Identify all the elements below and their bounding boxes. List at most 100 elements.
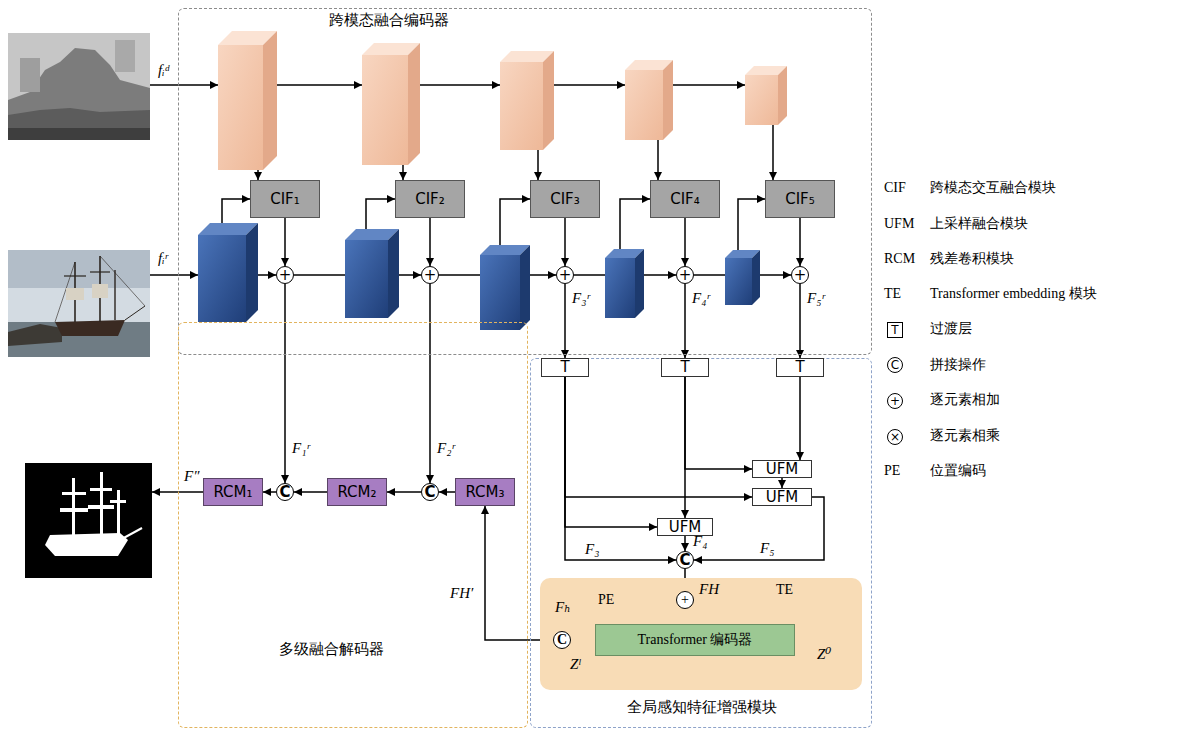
transition-layer: T	[776, 358, 824, 377]
rgb-feature-blocks-part	[725, 258, 752, 305]
node-label: RCM₂	[337, 484, 376, 501]
legend-text: 残差卷积模块	[930, 251, 1014, 266]
saliency-mask-part	[25, 463, 152, 578]
feature-label: FH	[699, 581, 719, 598]
legend-row: 上采样融合模块	[930, 216, 1028, 233]
depth-feature-blocks-part	[745, 75, 778, 125]
feature-label: Z⁰	[817, 646, 831, 663]
legend-row: 逐元素相乘	[930, 428, 1000, 445]
connector	[781, 478, 783, 488]
rgb-image-part	[8, 250, 150, 288]
add-symbol: +	[676, 266, 694, 284]
node-label: +	[794, 267, 807, 284]
node-label: +	[679, 267, 692, 284]
connector	[694, 497, 824, 560]
depth-image-part	[8, 33, 150, 140]
connector	[799, 218, 801, 266]
concat-symbol: C	[553, 631, 571, 649]
concat-symbol: C	[276, 483, 294, 501]
connector	[294, 491, 327, 493]
legend-key: UFM	[884, 216, 914, 231]
depth-image-part	[8, 128, 150, 140]
saliency-mask-part	[100, 472, 103, 536]
depth-feature-blocks-part	[543, 51, 554, 150]
node-label: C	[557, 632, 567, 647]
depth-image	[8, 33, 150, 140]
depth-feature-blocks-part	[362, 55, 408, 165]
wires-part	[402, 165, 404, 180]
node-label: Transformer 编码器	[638, 632, 753, 647]
node-label: +	[424, 267, 437, 284]
legend-row: 跨模态交互融合模块	[930, 180, 1056, 197]
node-label: RCM₁	[213, 484, 252, 501]
wires-part	[673, 84, 745, 86]
wires-part	[620, 199, 650, 249]
connector	[685, 377, 752, 469]
node-label: RCM₃	[465, 484, 504, 501]
node-label: CIF₄	[670, 191, 700, 208]
legend-text: 上采样融合模块	[930, 216, 1028, 231]
rgb-image-part	[66, 288, 84, 300]
node-label: 全局感知特征增强模块	[627, 699, 777, 716]
wires-part	[772, 125, 774, 180]
upsample-module: UFM	[752, 460, 812, 478]
rgb-image-part	[8, 324, 62, 346]
rgb-feature-blocks-part	[605, 258, 635, 318]
depth-image-part	[8, 108, 150, 140]
encoder-region: 跨模态融合编码器CIF₁CIF₂CIF₃CIF₄CIF₅+++++	[178, 8, 872, 355]
rgb-image-part	[64, 275, 86, 276]
residual-module: RCM₁	[203, 478, 263, 506]
fusion-module: CIF₃	[530, 180, 600, 218]
connector	[429, 218, 431, 266]
fusion-module: CIF₂	[395, 180, 465, 218]
connector	[565, 377, 752, 497]
wires-part	[277, 84, 362, 86]
feature-label: F₂ʳ	[437, 440, 455, 457]
depth-feature-blocks-part	[663, 60, 673, 140]
concat-symbol: C	[421, 483, 439, 501]
rgb-image-part	[100, 256, 145, 306]
depth-feature-blocks-part	[408, 43, 420, 165]
depth-feature-blocks-part	[263, 31, 277, 170]
depth-feature-blocks-part	[778, 66, 787, 125]
legend-text: Transformer embedding 模块	[930, 286, 1097, 301]
connector	[284, 284, 286, 483]
connector	[564, 218, 566, 266]
fusion-module: CIF₅	[765, 180, 835, 218]
legend-key: CIF	[884, 180, 906, 195]
rgb-image-part	[8, 250, 150, 357]
legend-row: 残差卷积模块	[930, 251, 1014, 268]
wires-part	[500, 199, 530, 245]
residual-module: RCM₂	[327, 478, 387, 506]
connector	[429, 284, 431, 483]
transformer-encoder: Transformer 编码器	[595, 624, 795, 656]
rgb-image-part	[125, 306, 145, 320]
add-symbol: +	[791, 266, 809, 284]
rgb-feature-blocks	[198, 223, 760, 330]
rgb-feature-blocks-part	[345, 240, 388, 318]
rgb-feature-blocks-part	[635, 249, 644, 318]
legend-text: 跨模态交互融合模块	[930, 180, 1056, 195]
wires-part	[257, 170, 259, 180]
saliency-mask-part	[60, 508, 88, 512]
wires-part	[657, 140, 659, 180]
upsample-module: UFM	[752, 488, 812, 506]
depth-image-part	[20, 58, 40, 92]
node-label: CIF₃	[550, 191, 580, 208]
node-label: TE	[776, 582, 793, 597]
depth-feature-blocks-part	[218, 45, 263, 170]
rgb-feature-blocks-part	[480, 255, 520, 330]
connector	[799, 377, 801, 460]
legend-key: PE	[884, 463, 900, 478]
depth-feature-blocks	[218, 31, 787, 170]
connector	[565, 377, 657, 527]
wires-part	[420, 84, 500, 86]
node-label: T	[680, 359, 689, 376]
feature-label: fᵢʳ	[158, 250, 168, 267]
rgb-feature-blocks-part	[198, 235, 246, 322]
legend-key: T	[887, 322, 903, 338]
wires-part	[258, 274, 276, 276]
legend-row: 位置编码	[930, 463, 986, 480]
feature-label: F₃ʳ	[572, 290, 590, 307]
